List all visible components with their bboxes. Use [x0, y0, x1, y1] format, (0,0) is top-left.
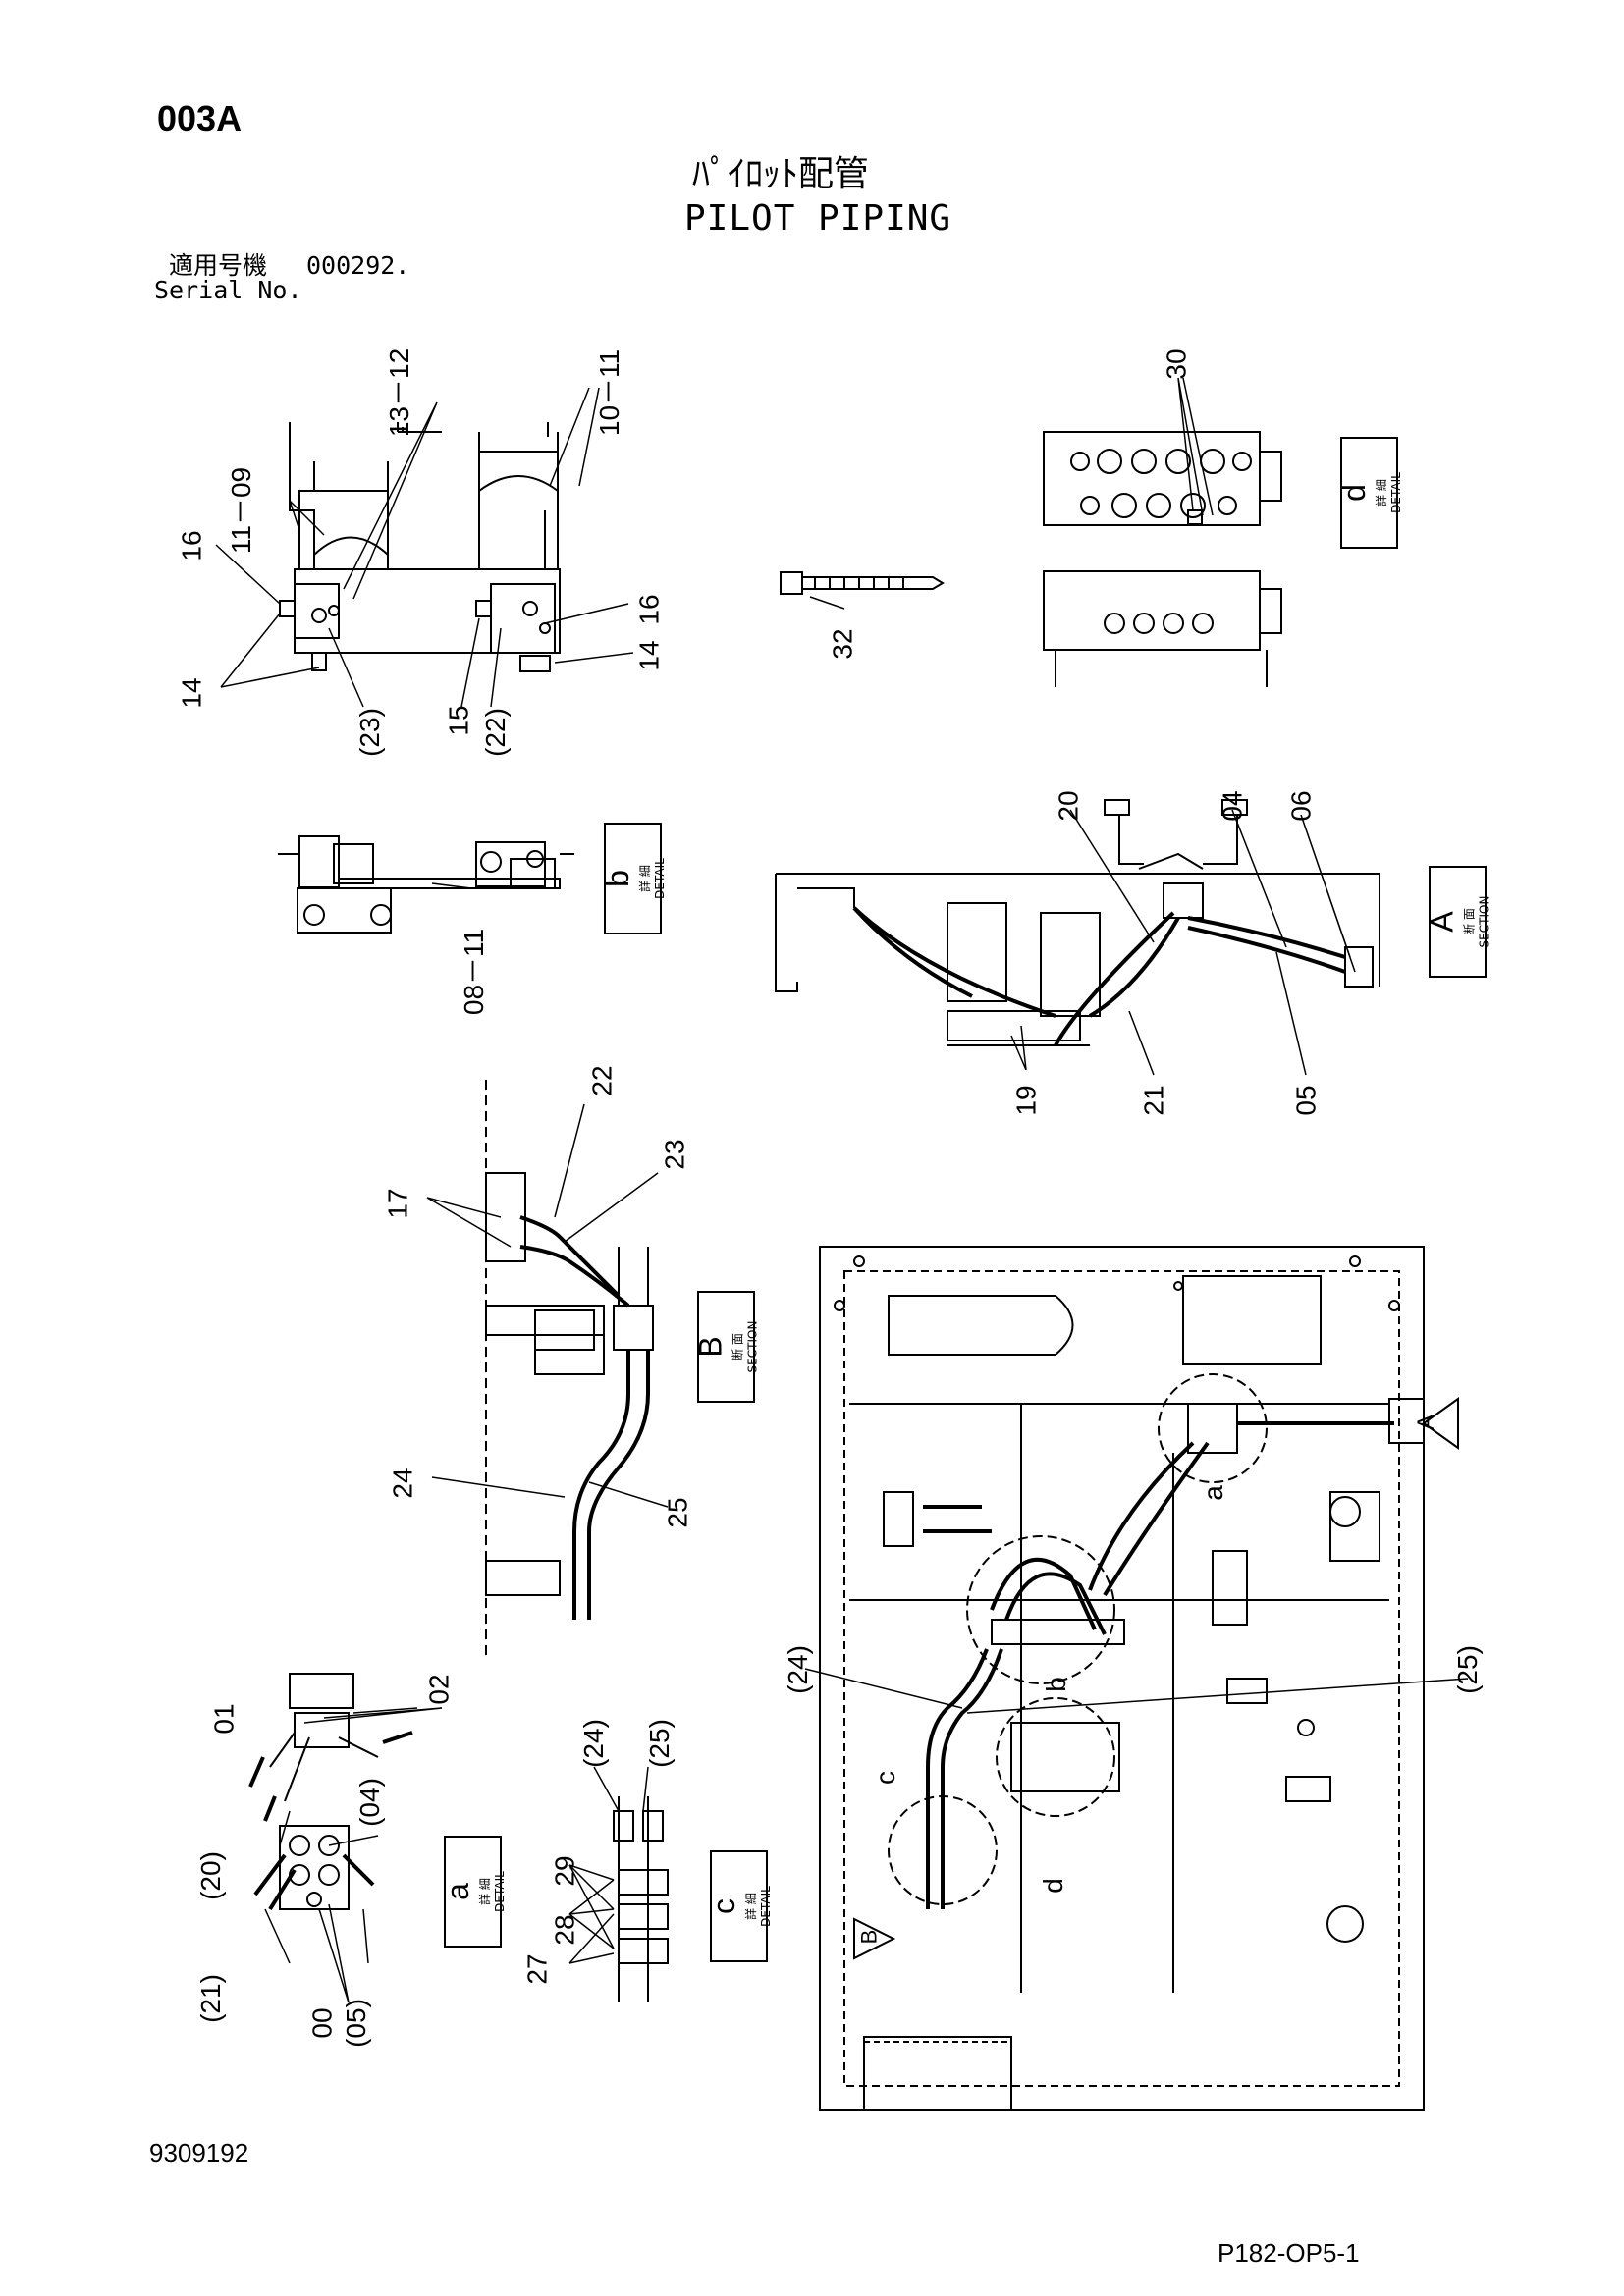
part-number-24: 24 — [387, 1468, 418, 1499]
part-number-20-paren: (20) — [194, 1851, 226, 1900]
part-number-30: 30 — [1161, 348, 1192, 380]
detail-c-en: DETAIL — [758, 1886, 773, 1927]
plan-marker-b: b — [1040, 1677, 1071, 1692]
detail-c-drawing — [613, 1796, 669, 2002]
detail-b-en: DETAIL — [652, 858, 667, 899]
detail-d-box: d 詳 細 DETAIL — [1336, 437, 1403, 549]
section-a-drawing — [775, 799, 1380, 1046]
part-number-21: 21 — [1138, 1085, 1169, 1116]
section-b-letter: B — [692, 1336, 729, 1358]
part-number-19: 19 — [1010, 1085, 1042, 1116]
detail-a-drawing — [248, 1673, 413, 1911]
part-number-24-main: (24) — [782, 1645, 813, 1694]
part-number-22: 22 — [586, 1065, 618, 1096]
part-number-02: 02 — [423, 1674, 455, 1705]
part-number-25-main: (25) — [1451, 1645, 1483, 1694]
detail-a-letter: a — [439, 1883, 475, 1900]
plan-marker-d: d — [1037, 1878, 1068, 1894]
plan-arrow-label-A: A — [1413, 1414, 1440, 1431]
part-number-04: 04 — [1217, 790, 1248, 822]
drawing-code: 003A — [157, 98, 243, 138]
part-number-21-paren: (21) — [194, 1974, 226, 2023]
detail-b-box: b 詳 細 DETAIL — [600, 823, 667, 934]
section-a-en: SECTION — [1477, 895, 1491, 948]
valve-bracket-assembly — [279, 422, 561, 672]
section-a-box: A 断 面 SECTION — [1425, 866, 1491, 978]
part-number-17: 17 — [382, 1188, 413, 1219]
part-number-24-detail-c: (24) — [577, 1719, 609, 1768]
part-number-06: 06 — [1285, 790, 1317, 822]
section-a-jp: 断 面 — [1462, 908, 1477, 935]
section-b-jp: 断 面 — [731, 1333, 745, 1361]
part-number-01: 01 — [208, 1703, 240, 1735]
detail-a-jp: 詳 細 — [477, 1878, 492, 1905]
part-number-13-12: 13－12 — [384, 347, 415, 438]
detail-c-letter: c — [705, 1898, 741, 1914]
part-number-32: 32 — [827, 628, 858, 660]
part-number-14-right: 14 — [633, 640, 665, 671]
plan-view-drawing — [819, 1246, 1425, 2111]
title-japanese: ﾊﾟｲﾛｯﾄ配管 — [692, 154, 870, 194]
detail-a-box: a 詳 細 DETAIL — [440, 1836, 507, 1948]
part-number-08-11: 08－11 — [459, 928, 490, 1016]
title-english: PILOT PIPING — [684, 198, 952, 239]
part-number-29: 29 — [549, 1855, 580, 1887]
part-number-00: 00 — [306, 2007, 338, 2039]
detail-d-en: DETAIL — [1388, 472, 1403, 513]
part-number-25: 25 — [662, 1497, 693, 1528]
part-number-15: 15 — [443, 705, 474, 736]
part-number-23-paren: (23) — [353, 708, 385, 757]
leader-lines — [215, 377, 1469, 2003]
plan-marker-c: c — [870, 1771, 900, 1785]
part-number-20: 20 — [1053, 790, 1084, 822]
detail-b-drawing — [278, 835, 574, 934]
part-number-22-paren: (22) — [479, 708, 511, 757]
part-number-16-right: 16 — [633, 594, 665, 625]
part-number-05: 05 — [1290, 1085, 1322, 1116]
serial-label-en: Serial No. — [154, 276, 302, 304]
section-b-box: B 断 面 SECTION — [693, 1291, 760, 1403]
detail-c-box: c 詳 細 DETAIL — [706, 1850, 773, 1962]
section-b-drawing — [485, 1080, 654, 1659]
cable-tie-part — [780, 571, 945, 595]
serial-value: 000292. — [306, 251, 410, 280]
document-number: 9309192 — [149, 2138, 249, 2167]
section-arrows — [853, 1397, 1459, 1960]
plan-arrow-label-B: B — [856, 1929, 882, 1945]
plan-marker-a: a — [1197, 1485, 1228, 1501]
detail-d-drawing — [1043, 431, 1282, 687]
detail-c-jp: 詳 細 — [743, 1893, 758, 1920]
part-number-27: 27 — [521, 1953, 553, 1985]
part-number-23: 23 — [659, 1139, 690, 1170]
detail-b-letter: b — [599, 870, 635, 887]
detail-a-en: DETAIL — [492, 1871, 507, 1912]
serial-label-jp: 適用号機 — [169, 251, 268, 280]
part-number-10-11: 10－11 — [594, 348, 625, 437]
section-b-en: SECTION — [745, 1320, 760, 1373]
part-number-16-left: 16 — [176, 530, 207, 561]
section-a-letter: A — [1424, 911, 1460, 933]
detail-d-letter: d — [1335, 484, 1372, 502]
part-number-04-paren: (04) — [353, 1778, 385, 1827]
part-number-05-paren: (05) — [340, 1999, 371, 2048]
part-number-11-09: 11－09 — [226, 466, 257, 555]
part-number-25-detail-c: (25) — [643, 1719, 675, 1768]
page-code: P182-OP5-1 — [1218, 2238, 1360, 2268]
detail-b-jp: 詳 細 — [637, 865, 652, 892]
detail-d-jp: 詳 細 — [1374, 479, 1388, 507]
part-number-28: 28 — [549, 1914, 580, 1946]
part-number-14-left: 14 — [176, 677, 207, 709]
